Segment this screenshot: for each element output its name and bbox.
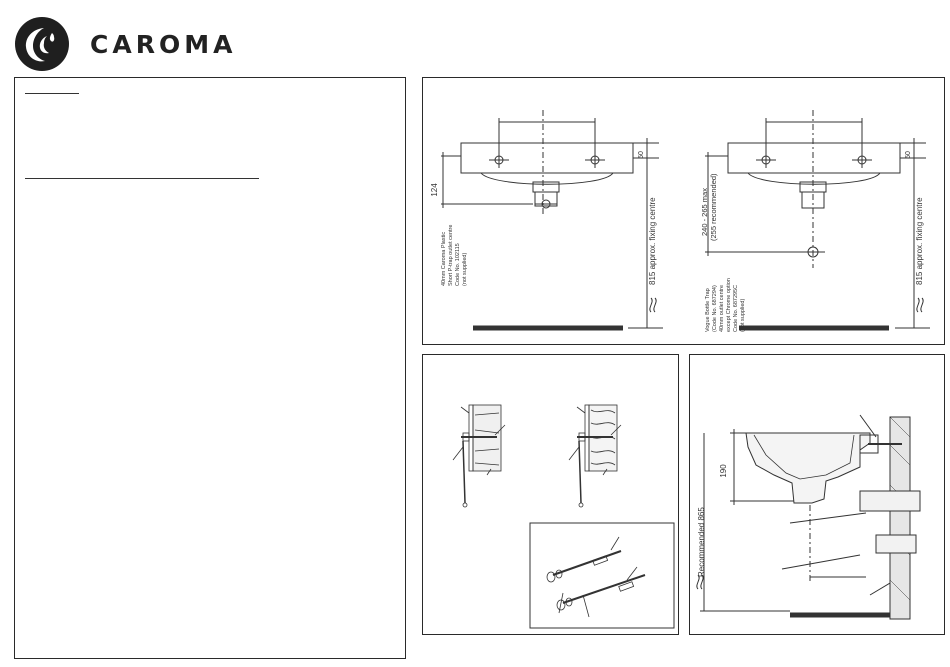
trap-note-right: Vogue Bottle Trap (Code No. 687294) 40mm… <box>705 278 746 332</box>
trap-note-line: (Code No. 687294) <box>712 285 718 332</box>
trap-note-left: 40mm Caroma Plastic Short P-trap outlet … <box>441 225 468 286</box>
basin-elevation-left <box>441 110 663 329</box>
section-heading-underline <box>25 93 79 94</box>
caroma-droplet-icon <box>15 17 69 71</box>
trap-note-line: (not supplied) <box>740 299 746 332</box>
height-label-right: 240 - 265 max <box>700 188 709 236</box>
timber-wall-detail <box>568 404 622 508</box>
timber-nogging-lower <box>875 534 917 554</box>
fixing-label-left: 815 approx. fixing centre <box>648 197 657 285</box>
trap-note-line: Short P-trap outlet centre <box>448 225 454 286</box>
specification-text-panel <box>14 77 406 659</box>
basin-section <box>745 432 871 504</box>
side-section-panel: 190 Recommended 865 <box>689 354 945 635</box>
side-section-drawing: 190 Recommended 865 <box>696 414 921 620</box>
front-elevation-drawings: 124 50 815 approx. fixing centre 40mm Ca… <box>430 110 930 332</box>
height-label-left: 124 <box>430 183 439 197</box>
trap-note-line: except Chrome option <box>726 278 732 332</box>
wall-fixing-detail-panel <box>422 354 679 635</box>
trap-note-line: 40mm outlet centre <box>719 285 725 332</box>
height-label-side: 190 <box>719 464 728 478</box>
depth-label-right: 50 <box>905 151 912 159</box>
wall-section <box>889 416 911 620</box>
timber-nogging-upper <box>859 490 921 512</box>
trap-note-line: Code No. 687295C <box>733 285 739 332</box>
recommended-height-label: Recommended 865 <box>697 507 706 577</box>
section-heading-underline <box>25 178 259 179</box>
fixing-label-right: 815 approx. fixing centre <box>915 197 924 285</box>
trap-note-line: Vogue Bottle Trap <box>705 288 711 332</box>
brand-logo: CAROMA <box>14 16 232 72</box>
depth-label-left: 50 <box>638 151 645 159</box>
trap-note-line: (not supplied) <box>462 253 468 286</box>
trap-note-line: 40mm Caroma Plastic <box>441 232 447 286</box>
height-recommended-label: (255 recommended) <box>709 173 718 241</box>
fixing-kit-inset <box>529 522 675 629</box>
basin-elevation-right <box>705 110 930 329</box>
front-elevation-panel: 124 50 815 approx. fixing centre 40mm Ca… <box>422 77 945 345</box>
brand-name: CAROMA <box>90 30 237 59</box>
masonry-wall-detail <box>452 404 506 508</box>
wall-fixing-drawings <box>452 404 675 629</box>
trap-note-line: Code No. 102115 <box>455 243 461 286</box>
